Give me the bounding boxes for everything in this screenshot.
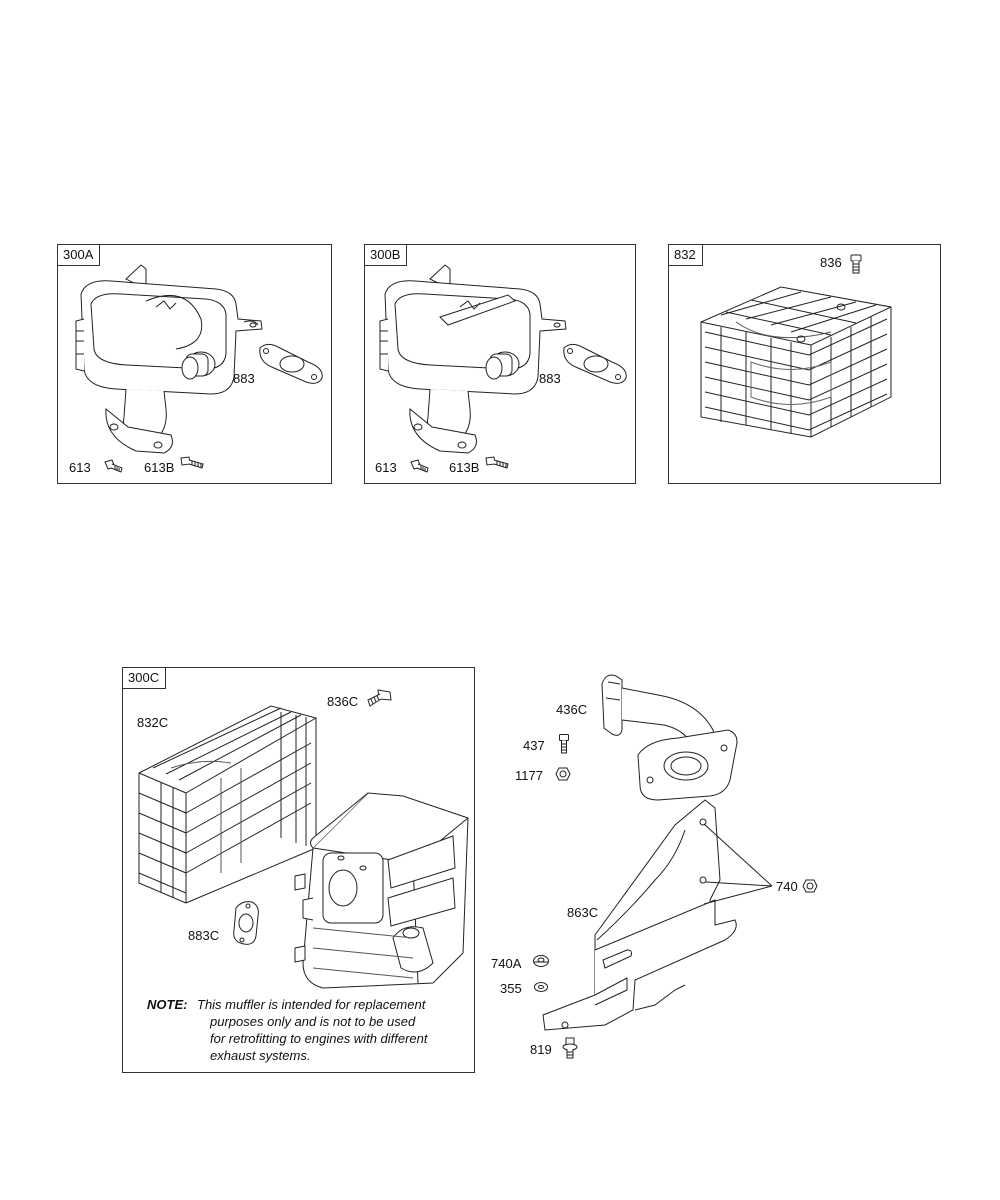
muffler-icon xyxy=(370,259,570,459)
nut-icon xyxy=(532,954,550,968)
screw-icon xyxy=(179,455,205,471)
label-elbow: 436C xyxy=(556,702,588,717)
panel-tag: 300B xyxy=(365,245,408,266)
panel-832: 832 836 xyxy=(668,244,941,484)
wire-guard-icon xyxy=(131,698,321,898)
label-bolt: 819 xyxy=(530,1042,552,1057)
muffler-icon xyxy=(283,788,473,988)
nut-icon xyxy=(802,878,818,894)
leader-lines xyxy=(700,820,780,920)
label-guard: 832C xyxy=(137,715,169,730)
label-bolt: 613 xyxy=(375,460,397,475)
panel-300a: 300A 883 613 613B xyxy=(57,244,332,484)
label-gasket: 883 xyxy=(233,371,255,386)
label-screw: 613B xyxy=(144,460,175,475)
screw-icon xyxy=(849,253,863,275)
label-bracket: 863C xyxy=(567,905,599,920)
label-nut: 740A xyxy=(491,956,522,971)
label-bolt: 437 xyxy=(523,738,545,753)
panel-300c: 300C 832C 836C xyxy=(122,667,475,1073)
bolt-icon xyxy=(562,1036,578,1060)
note-line: This muffler is intended for replacement xyxy=(197,997,426,1012)
label-screw: 613B xyxy=(449,460,480,475)
gasket-icon xyxy=(228,898,262,948)
replacement-note: NOTE: This muffler is intended for repla… xyxy=(147,996,469,1068)
wire-guard-icon xyxy=(691,267,896,457)
panel-tag: 300A xyxy=(58,245,101,266)
bolt-icon xyxy=(409,458,431,474)
label-nut: 1177 xyxy=(515,768,543,783)
washer-icon xyxy=(533,981,549,993)
label-gasket: 883 xyxy=(539,371,561,386)
label-gasket: 883C xyxy=(188,928,220,943)
panel-tag: 300C xyxy=(123,668,167,689)
panel-300b: 300B 883 613 613B xyxy=(364,244,636,484)
label-screw: 836C xyxy=(327,694,359,709)
label-nut: 740 xyxy=(776,879,798,894)
label-screw: 836 xyxy=(820,255,842,270)
screw-icon xyxy=(364,688,394,710)
note-line: exhaust systems. xyxy=(210,1048,311,1063)
screw-icon xyxy=(484,455,510,471)
note-line: for retrofitting to engines with differe… xyxy=(210,1031,428,1046)
bracket-icon xyxy=(535,800,825,1035)
bolt-icon xyxy=(558,733,570,755)
gasket-icon xyxy=(560,340,632,386)
panel-tag: 832 xyxy=(669,245,703,266)
label-washer: 355 xyxy=(500,981,522,996)
gasket-icon xyxy=(256,340,328,386)
label-bolt: 613 xyxy=(69,460,91,475)
bolt-icon xyxy=(103,458,125,474)
muffler-icon xyxy=(66,259,266,459)
note-prefix: NOTE: xyxy=(147,997,188,1012)
note-line: purposes only and is not to be used xyxy=(210,1014,416,1029)
exhaust-elbow-icon xyxy=(598,670,738,805)
nut-icon xyxy=(555,766,571,782)
